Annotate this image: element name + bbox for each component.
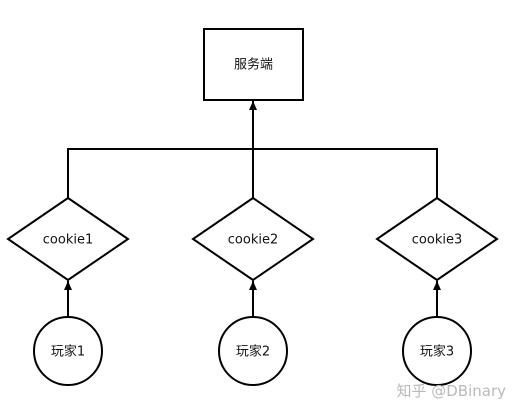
server-node: 服务端 — [203, 28, 304, 101]
player-node-3: 玩家3 — [402, 316, 472, 386]
cookie-label: cookie2 — [228, 233, 278, 248]
cookie-label: cookie1 — [43, 233, 93, 248]
player-label: 玩家2 — [236, 344, 270, 360]
player-label: 玩家1 — [51, 344, 85, 360]
watermark-text: 知乎 @DBinary — [396, 382, 506, 400]
cookie-label: cookie3 — [412, 233, 462, 248]
cookie-node-2: cookie2 — [191, 196, 315, 282]
player-node-2: 玩家2 — [218, 316, 288, 386]
player-node-1: 玩家1 — [33, 316, 103, 386]
server-label: 服务端 — [234, 57, 273, 73]
player-label: 玩家3 — [420, 344, 454, 360]
cookie-node-3: cookie3 — [375, 196, 499, 282]
cookie-node-1: cookie1 — [6, 196, 130, 282]
